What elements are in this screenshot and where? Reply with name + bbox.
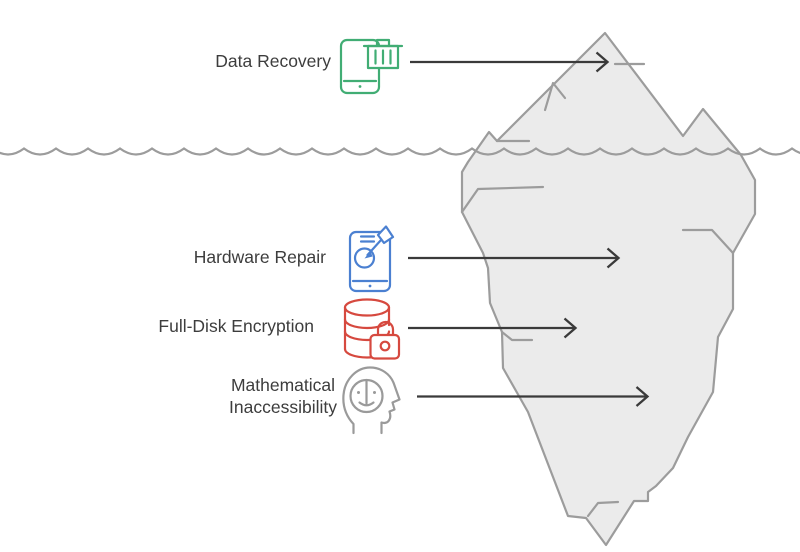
mathematical-inaccessibility-label: Mathematical Inaccessibility [229, 374, 337, 418]
arrows [408, 51, 650, 407]
waterline [0, 147, 800, 156]
mathematical-inaccessibility-label-line1: Mathematical [230, 375, 336, 395]
iceberg-shape [460, 31, 757, 547]
full-disk-encryption-label: Full-Disk Encryption [158, 316, 314, 336]
data-recovery-label: Data Recovery [215, 51, 331, 71]
iceberg-crack-lines [460, 62, 735, 518]
hardware-repair-arrow [408, 247, 621, 269]
mathematical-inaccessibility-label-line2: Inaccessibility [229, 397, 337, 417]
head-mind-icon [342, 366, 401, 435]
smartphone-trash-icon [339, 38, 404, 95]
mathematical-inaccessibility-arrow [417, 386, 650, 407]
full-disk-encryption-arrow [408, 317, 578, 339]
data-recovery-arrow [410, 51, 610, 73]
database-lock-icon [343, 298, 401, 360]
hardware-repair-label: Hardware Repair [193, 247, 326, 267]
smartphone-dart-icon [348, 225, 395, 293]
